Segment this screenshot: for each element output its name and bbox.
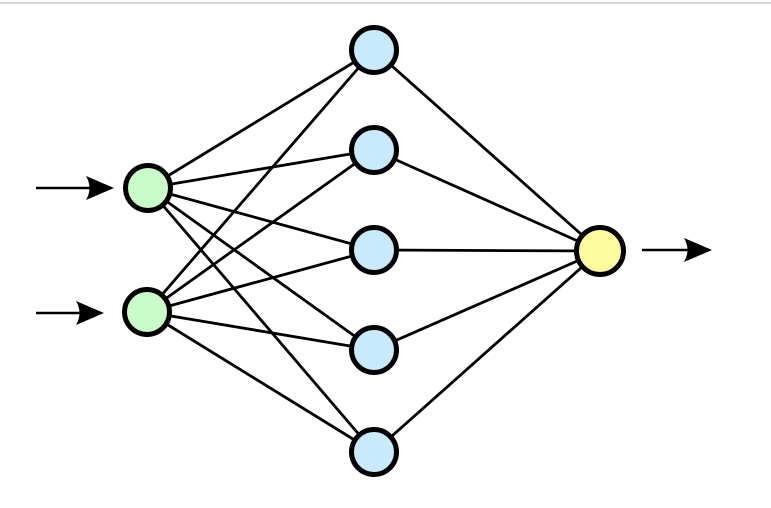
edge-hidden2-output1 (373, 148, 601, 253)
top-border-line (0, 2, 771, 4)
edge-input1-hidden3 (147, 186, 375, 252)
output-arrow-head-icon (684, 238, 712, 262)
edge-input2-hidden4 (146, 310, 375, 352)
hidden-node-3 (349, 225, 399, 275)
edge-hidden4-output1 (373, 249, 601, 352)
edge-input2-hidden1 (145, 49, 376, 313)
edge-input1-hidden5 (146, 187, 376, 453)
input-arrow-1-head-icon (86, 176, 114, 200)
edge-input1-hidden2 (147, 148, 375, 190)
hidden-node-5 (349, 427, 399, 477)
nodes-group (122, 25, 626, 477)
edge-hidden3-output1 (373, 248, 601, 253)
edge-hidden5-output1 (373, 249, 601, 454)
input-arrow-2 (36, 301, 104, 325)
edge-input1-hidden4 (147, 186, 375, 352)
input-arrow-1 (36, 176, 114, 200)
hidden-node-2 (349, 125, 399, 175)
edge-input2-hidden2 (146, 148, 375, 314)
arrows-group (36, 176, 712, 325)
output-node-1 (574, 225, 626, 277)
output-arrow (642, 238, 712, 262)
edge-input2-hidden3 (146, 248, 375, 314)
hidden-node-4 (349, 325, 399, 375)
input-arrow-2-head-icon (76, 301, 104, 325)
edge-hidden1-output1 (373, 48, 601, 253)
input-node-2 (122, 287, 172, 337)
edges-group (145, 48, 601, 454)
edge-input1-hidden1 (147, 48, 375, 190)
edge-input2-hidden5 (146, 310, 375, 454)
hidden-node-1 (349, 25, 399, 75)
input-node-1 (123, 163, 173, 213)
